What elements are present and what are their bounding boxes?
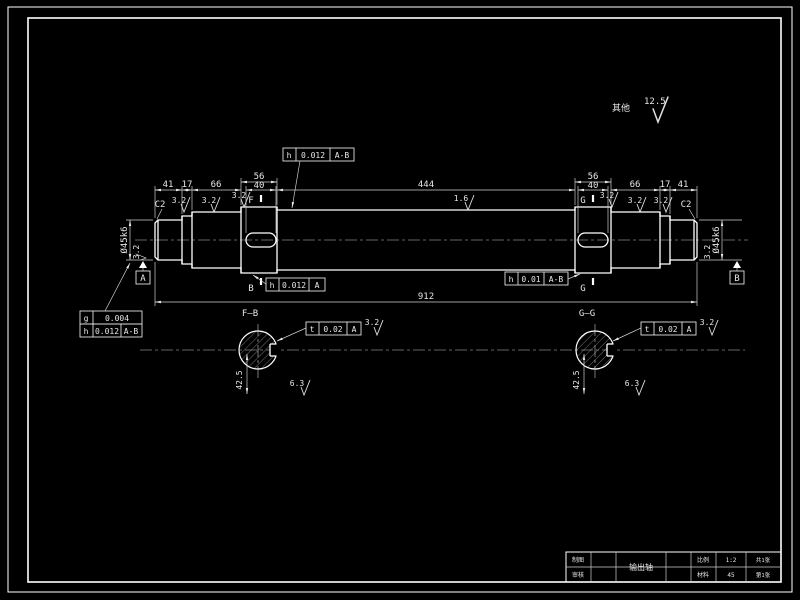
- dim-912: 912: [418, 292, 434, 302]
- titleblock-scale-label: 比例: [697, 556, 709, 564]
- gdt-value: 0.02: [323, 325, 342, 334]
- roughness-value: 3.2: [654, 196, 669, 205]
- roughness-value: 3.2: [600, 191, 615, 200]
- gdt-frame-section-right: t 0.02 A: [612, 321, 697, 342]
- gdt-datum: A-B: [549, 275, 564, 284]
- gdt-datum: A: [315, 281, 320, 290]
- gdt-value: 0.012: [95, 327, 119, 336]
- roughness-value: 3.2: [628, 196, 643, 205]
- gdt-datum: A: [687, 325, 692, 334]
- gdt-value: 0.012: [301, 151, 325, 160]
- keyway-left: [245, 232, 277, 248]
- section-label-left: F—B: [242, 309, 258, 319]
- gdt-symbol: t: [645, 325, 650, 334]
- roughness-symbols: 3.2 3.2 3.2 1.6 3.2 3.2 3.2: [172, 191, 673, 213]
- gdt-datum: A-B: [335, 151, 350, 160]
- roughness-value: 3.2: [365, 318, 380, 327]
- section-cut-right: G G: [580, 195, 595, 294]
- titleblock-sheet-no: 第1张: [756, 571, 771, 579]
- gdt-frame-stack: g 0.004 h 0.012 A-B: [79, 262, 143, 338]
- dim-56-right: 56: [588, 172, 599, 182]
- dim-key-depth-left: 42.5: [235, 370, 244, 389]
- gdt-datum: A: [352, 325, 357, 334]
- roughness-value-63: 6.3: [290, 379, 305, 388]
- gdt-value: 0.004: [105, 314, 129, 323]
- dim-66-right: 66: [630, 180, 641, 190]
- gdt-value: 0.01: [521, 275, 540, 284]
- gdt-symbol: h: [270, 281, 275, 290]
- roughness-dia-right: 3.2: [703, 245, 712, 260]
- roughness-value: 3.2: [232, 191, 247, 200]
- gdt-symbol: h: [84, 327, 89, 336]
- cut-letter-b: B: [248, 284, 253, 294]
- roughness-value: 3.2: [202, 196, 217, 205]
- section-view-left: F—B t 0.02 A 3.2 42.5 6.3: [235, 309, 384, 396]
- dim-17-right: 17: [660, 180, 671, 190]
- dim-dia-left: Ø45k6: [119, 226, 130, 253]
- dim-17-left: 17: [182, 180, 193, 190]
- cut-letter-g-top: G: [580, 196, 585, 206]
- gdt-frame-top: h 0.012 A-B: [282, 147, 355, 209]
- gdt-datum: A-B: [124, 327, 139, 336]
- title-block: 制图 审核 输出轴 比例 1:2 材料 45 共1张 第1张: [565, 551, 782, 583]
- other-surfaces-label: 其他: [612, 102, 630, 114]
- gdt-symbol: h: [287, 151, 292, 160]
- titleblock-scale-value: 1:2: [726, 557, 737, 564]
- gdt-frame-mid-right: h 0.01 A-B: [504, 271, 581, 286]
- drawing-frame: [7, 6, 793, 593]
- gdt-frame-section-left: t 0.02 A: [276, 321, 362, 342]
- cut-letter-f: F: [248, 196, 253, 206]
- dim-40-left: 40: [254, 181, 265, 191]
- gdt-value: 0.02: [658, 325, 677, 334]
- dim-40-right: 40: [588, 181, 599, 191]
- top-dimensions: 41 17 66 56 40 444 56 40 66 17 41: [154, 172, 698, 233]
- roughness-dia-left: 3.2: [132, 245, 141, 260]
- dim-41-right: 41: [678, 180, 689, 190]
- titleblock-sheet-total: 共1张: [756, 556, 771, 564]
- datum-a-label: A: [140, 274, 146, 284]
- roughness-value: 3.2: [172, 196, 187, 205]
- cut-letter-g-bottom: G: [580, 284, 585, 294]
- titleblock-check-label: 审核: [572, 571, 584, 579]
- dim-56-left: 56: [254, 172, 265, 182]
- overall-dimension: 912: [154, 262, 698, 306]
- dim-key-depth-right: 42.5: [572, 370, 581, 389]
- other-roughness-value: 12.5: [644, 97, 666, 107]
- dim-66-left: 66: [211, 180, 222, 190]
- section-view-right: G—G t 0.02 A 3.2 42.5 6.3: [572, 309, 719, 396]
- dim-41-left: 41: [163, 180, 174, 190]
- titleblock-material-value: 45: [727, 572, 735, 579]
- datum-a: A: [135, 261, 151, 285]
- datum-b: B: [729, 261, 745, 285]
- diameter-dimensions: Ø45k6 3.2 Ø45k6 3.2: [119, 219, 742, 261]
- roughness-value-16: 1.6: [454, 194, 469, 203]
- roughness-value-63: 6.3: [625, 379, 640, 388]
- datum-b-label: B: [734, 274, 739, 284]
- gdt-value: 0.012: [282, 281, 306, 290]
- gdt-symbol: g: [84, 314, 89, 323]
- dim-dia-right: Ø45k6: [711, 226, 722, 253]
- titleblock-material-label: 材料: [697, 571, 709, 579]
- dim-444: 444: [418, 180, 434, 190]
- chamfer-note-left: C2: [155, 200, 166, 210]
- section-cut-left: F B: [248, 195, 263, 294]
- shaft-step-faces: [157, 207, 695, 273]
- dimension-lines: [154, 180, 698, 192]
- section-label-right: G—G: [579, 309, 595, 319]
- titleblock-part-title: 输出轴: [629, 562, 653, 572]
- gdt-symbol: t: [310, 325, 315, 334]
- gdt-frame-mid-left: h 0.012 A: [252, 274, 326, 292]
- chamfer-note-right: C2: [681, 200, 692, 210]
- general-note: 其他 12.5: [612, 95, 670, 123]
- keyway-right: [577, 232, 609, 248]
- titleblock-draw-label: 制图: [572, 556, 584, 564]
- gdt-symbol: h: [509, 275, 514, 284]
- roughness-value: 3.2: [700, 318, 715, 327]
- main-view: F B G G C2 C2: [135, 195, 748, 294]
